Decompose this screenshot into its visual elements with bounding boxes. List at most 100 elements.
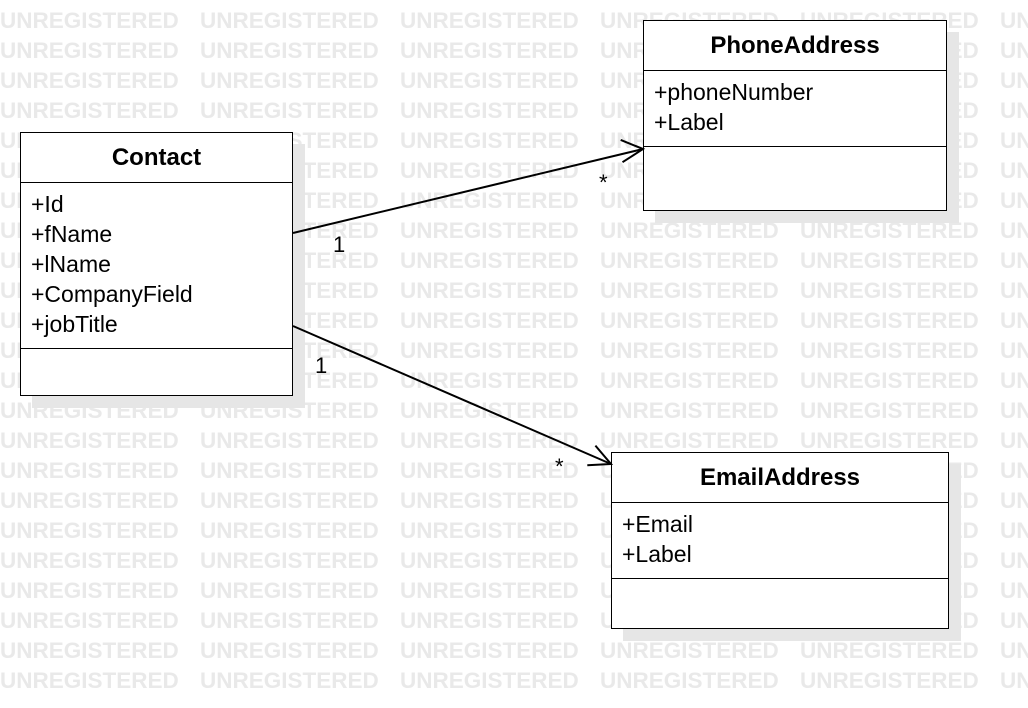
watermark-text: UNREGISTERED <box>200 640 379 662</box>
watermark-text: UNREGISTERED <box>200 400 379 422</box>
watermark-text: UNREGISTERED <box>1000 340 1028 362</box>
watermark-text: UNREGISTERED <box>1000 130 1028 152</box>
watermark-text: UNREGISTERED <box>1000 580 1028 602</box>
class-contact-attributes: +Id +fName +lName +CompanyField +jobTitl… <box>21 183 292 349</box>
watermark-text: UNREGISTERED <box>400 460 579 482</box>
watermark-text: UNREGISTERED <box>400 130 579 152</box>
class-email-address[interactable]: EmailAddress +Email +Label <box>611 452 949 629</box>
multiplicity-contact-phone-target: * <box>599 170 608 195</box>
watermark-text: UNREGISTERED <box>200 520 379 542</box>
watermark-text: UNREGISTERED <box>200 490 379 512</box>
watermark-text: UNREGISTERED <box>0 520 179 542</box>
watermark-text: UNREGISTERED <box>400 370 579 392</box>
watermark-text: UNREGISTERED <box>1000 670 1028 692</box>
watermark-text: UNREGISTERED <box>200 550 379 572</box>
watermark-text: UNREGISTERED <box>0 10 179 32</box>
watermark-text: UNREGISTERED <box>400 160 579 182</box>
watermark-text: UNREGISTERED <box>400 340 579 362</box>
association-contact-email[interactable] <box>292 325 614 467</box>
attribute-fname: +fName <box>31 221 113 247</box>
watermark-text: UNREGISTERED <box>1000 100 1028 122</box>
attribute-jobtitle: +jobTitle <box>31 311 118 337</box>
watermark-text: UNREGISTERED <box>0 70 179 92</box>
watermark-text: UNREGISTERED <box>1000 10 1028 32</box>
watermark-text: UNREGISTERED <box>0 40 179 62</box>
watermark-text: UNREGISTERED <box>400 280 579 302</box>
watermark-row: UNREGISTERED UNREGISTERED UNREGISTERED UNRE… <box>0 640 1028 666</box>
class-contact-name: Contact <box>21 133 292 183</box>
watermark-text: UNREGISTERED <box>800 670 979 692</box>
watermark-text: UNREGISTERED <box>400 70 579 92</box>
watermark-text: UNREGISTERED <box>1000 250 1028 272</box>
watermark-text: UNREGISTERED <box>200 40 379 62</box>
association-contact-email-line[interactable] <box>292 325 612 465</box>
watermark-text: UNREGISTERED <box>200 580 379 602</box>
watermark-text: UNREGISTERED <box>400 670 579 692</box>
attribute-companyfield: +CompanyField <box>31 281 193 307</box>
watermark-text: UNREGISTERED <box>400 430 579 452</box>
watermark-row: UNREGISTERED UNREGISTERED UNREGISTERED UNRE… <box>0 670 1028 696</box>
watermark-text: UNREGISTERED <box>800 430 979 452</box>
watermark-text: UNREGISTERED <box>600 400 779 422</box>
watermark-text: UNREGISTERED <box>1000 490 1028 512</box>
watermark-text: UNREGISTERED <box>0 100 179 122</box>
multiplicity-contact-email-target: * <box>555 454 564 479</box>
multiplicity-contact-email-source: 1 <box>315 353 328 378</box>
association-contact-phone[interactable] <box>292 138 646 234</box>
watermark-text: UNREGISTERED <box>0 460 179 482</box>
watermark-text: UNREGISTERED <box>1000 640 1028 662</box>
watermark-text: UNREGISTERED <box>400 520 579 542</box>
watermark-text: UNREGISTERED <box>1000 430 1028 452</box>
attribute-label: +Label <box>654 109 724 135</box>
watermark-text: UNREGISTERED <box>200 430 379 452</box>
watermark-text: UNREGISTERED <box>400 10 579 32</box>
watermark-text: UNREGISTERED <box>600 670 779 692</box>
watermark-text: UNREGISTERED <box>0 610 179 632</box>
watermark-text: UNREGISTERED <box>200 70 379 92</box>
attribute-phonenumber: +phoneNumber <box>654 79 814 105</box>
watermark-text: UNREGISTERED <box>400 310 579 332</box>
watermark-text: UNREGISTERED <box>400 220 579 242</box>
class-phone-address[interactable]: PhoneAddress +phoneNumber +Label <box>643 20 947 211</box>
watermark-text: UNREGISTERED <box>400 100 579 122</box>
watermark-text: UNREGISTERED <box>0 580 179 602</box>
watermark-text: UNREGISTERED <box>1000 160 1028 182</box>
watermark-text: UNREGISTERED <box>1000 370 1028 392</box>
watermark-text: UNREGISTERED <box>800 640 979 662</box>
watermark-text: UNREGISTERED <box>600 310 779 332</box>
watermark-text: UNREGISTERED <box>0 670 179 692</box>
watermark-text: UNREGISTERED <box>200 100 379 122</box>
watermark-text: UNREGISTERED <box>0 550 179 572</box>
watermark-text: UNREGISTERED <box>600 280 779 302</box>
class-contact[interactable]: Contact +Id +fName +lName +CompanyField … <box>20 132 293 396</box>
watermark-text: UNREGISTERED <box>1000 520 1028 542</box>
attribute-id: +Id <box>31 191 64 217</box>
watermark-text: UNREGISTERED <box>600 250 779 272</box>
watermark-text: UNREGISTERED <box>800 280 979 302</box>
watermark-text: UNREGISTERED <box>400 640 579 662</box>
watermark-text: UNREGISTERED <box>800 220 979 242</box>
open-arrowhead-icon <box>620 138 646 164</box>
watermark-text: UNREGISTERED <box>1000 400 1028 422</box>
watermark-text: UNREGISTERED <box>400 580 579 602</box>
class-email-address-name: EmailAddress <box>612 453 948 503</box>
watermark-text: UNREGISTERED <box>1000 280 1028 302</box>
multiplicity-contact-phone-source: 1 <box>333 232 346 257</box>
watermark-text: UNREGISTERED <box>1000 190 1028 212</box>
watermark-text: UNREGISTERED <box>0 430 179 452</box>
class-phone-address-name: PhoneAddress <box>644 21 946 71</box>
watermark-text: UNREGISTERED <box>800 400 979 422</box>
class-email-address-attributes: +Email +Label <box>612 503 948 579</box>
watermark-text: UNREGISTERED <box>200 610 379 632</box>
watermark-text: UNREGISTERED <box>400 610 579 632</box>
watermark-text: UNREGISTERED <box>1000 550 1028 572</box>
watermark-text: UNREGISTERED <box>1000 610 1028 632</box>
watermark-text: UNREGISTERED <box>600 430 779 452</box>
watermark-text: UNREGISTERED <box>200 670 379 692</box>
association-contact-phone-line[interactable] <box>292 148 644 234</box>
watermark-text: UNREGISTERED <box>0 400 179 422</box>
watermark-text: UNREGISTERED <box>600 220 779 242</box>
watermark-text: UNREGISTERED <box>800 370 979 392</box>
watermark-row: UNREGISTERED UNREGISTERED UNREGISTERED UNRE… <box>0 400 1028 426</box>
watermark-text: UNREGISTERED <box>1000 220 1028 242</box>
